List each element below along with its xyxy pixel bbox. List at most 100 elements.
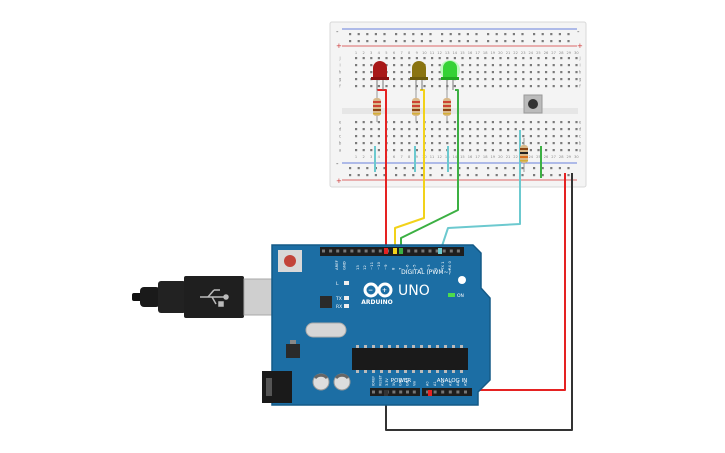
breadboard-hole[interactable] <box>355 85 358 88</box>
breadboard-hole[interactable] <box>453 135 456 138</box>
breadboard-hole[interactable] <box>362 78 365 81</box>
resistor-green-led[interactable] <box>443 90 451 122</box>
rail-hole[interactable] <box>541 33 544 36</box>
breadboard-hole[interactable] <box>453 149 456 152</box>
breadboard-hole[interactable] <box>461 71 464 74</box>
breadboard-hole[interactable] <box>431 57 434 60</box>
breadboard-hole[interactable] <box>499 142 502 145</box>
breadboard-hole[interactable] <box>514 128 517 131</box>
breadboard-hole[interactable] <box>362 149 365 152</box>
breadboard-hole[interactable] <box>431 85 434 88</box>
breadboard-hole[interactable] <box>476 128 479 131</box>
breadboard-hole[interactable] <box>529 57 532 60</box>
breadboard-hole[interactable] <box>408 121 411 124</box>
breadboard-hole[interactable] <box>385 57 388 60</box>
breadboard-hole[interactable] <box>529 78 532 81</box>
breadboard-hole[interactable] <box>362 121 365 124</box>
breadboard-hole[interactable] <box>438 85 441 88</box>
breadboard-hole[interactable] <box>438 142 441 145</box>
breadboard-hole[interactable] <box>446 135 449 138</box>
breadboard-hole[interactable] <box>545 71 548 74</box>
rail-hole[interactable] <box>366 40 369 43</box>
breadboard-hole[interactable] <box>408 142 411 145</box>
breadboard-hole[interactable] <box>491 85 494 88</box>
breadboard-hole[interactable] <box>400 135 403 138</box>
breadboard-hole[interactable] <box>461 121 464 124</box>
breadboard-hole[interactable] <box>362 135 365 138</box>
rail-hole[interactable] <box>383 40 386 43</box>
rail-hole[interactable] <box>512 33 515 36</box>
rail-hole[interactable] <box>449 174 452 177</box>
rail-hole[interactable] <box>495 167 498 170</box>
breadboard-hole[interactable] <box>484 57 487 60</box>
breadboard-hole[interactable] <box>415 149 418 152</box>
breadboard-hole[interactable] <box>370 121 373 124</box>
breadboard-hole[interactable] <box>415 85 418 88</box>
rail-hole[interactable] <box>349 33 352 36</box>
breadboard-hole[interactable] <box>408 135 411 138</box>
breadboard-hole[interactable] <box>545 78 548 81</box>
rail-hole[interactable] <box>533 33 536 36</box>
rail-hole[interactable] <box>466 167 469 170</box>
breadboard-hole[interactable] <box>514 71 517 74</box>
breadboard-hole[interactable] <box>514 142 517 145</box>
breadboard-hole[interactable] <box>377 149 380 152</box>
black-gnd-wire[interactable] <box>385 173 573 431</box>
breadboard-hole[interactable] <box>423 85 426 88</box>
breadboard-hole[interactable] <box>484 85 487 88</box>
breadboard-hole[interactable] <box>499 121 502 124</box>
breadboard-hole[interactable] <box>499 85 502 88</box>
power-pin[interactable] <box>378 390 382 394</box>
rail-hole[interactable] <box>475 174 478 177</box>
rail-hole[interactable] <box>403 167 406 170</box>
breadboard-hole[interactable] <box>461 57 464 60</box>
breadboard-hole[interactable] <box>476 71 479 74</box>
breadboard-hole[interactable] <box>355 121 358 124</box>
breadboard-hole[interactable] <box>400 149 403 152</box>
analog-header[interactable] <box>422 388 472 396</box>
rail-hole[interactable] <box>550 33 553 36</box>
breadboard-hole[interactable] <box>552 135 555 138</box>
resistor-red-led[interactable] <box>373 90 381 122</box>
breadboard-hole[interactable] <box>400 128 403 131</box>
rail-hole[interactable] <box>487 40 490 43</box>
breadboard-hole[interactable] <box>522 121 525 124</box>
breadboard-hole[interactable] <box>545 57 548 60</box>
breadboard-hole[interactable] <box>415 142 418 145</box>
breadboard-hole[interactable] <box>393 78 396 81</box>
rail-hole[interactable] <box>504 33 507 36</box>
breadboard-hole[interactable] <box>529 85 532 88</box>
breadboard-hole[interactable] <box>552 85 555 88</box>
breadboard-hole[interactable] <box>545 121 548 124</box>
breadboard-hole[interactable] <box>461 78 464 81</box>
breadboard-hole[interactable] <box>522 78 525 81</box>
digital-pin[interactable] <box>456 249 460 253</box>
digital-pin[interactable] <box>329 249 333 253</box>
rail-hole[interactable] <box>466 33 469 36</box>
digital-pin[interactable] <box>364 249 368 253</box>
rail-hole[interactable] <box>383 174 386 177</box>
breadboard-hole[interactable] <box>408 71 411 74</box>
breadboard-hole[interactable] <box>575 142 578 145</box>
breadboard-hole[interactable] <box>469 128 472 131</box>
breadboard-hole[interactable] <box>560 135 563 138</box>
breadboard-hole[interactable] <box>393 121 396 124</box>
green-wire[interactable] <box>400 89 459 252</box>
power-pin[interactable] <box>372 390 375 394</box>
breadboard-hole[interactable] <box>400 57 403 60</box>
breadboard-hole[interactable] <box>537 142 540 145</box>
breadboard-hole[interactable] <box>469 121 472 124</box>
rail-hole[interactable] <box>357 174 360 177</box>
breadboard-hole[interactable] <box>507 142 510 145</box>
breadboard-hole[interactable] <box>560 57 563 60</box>
breadboard-hole[interactable] <box>507 57 510 60</box>
breadboard-hole[interactable] <box>362 128 365 131</box>
rail-hole[interactable] <box>374 33 377 36</box>
cyan-wire[interactable] <box>439 130 521 253</box>
breadboard-hole[interactable] <box>461 149 464 152</box>
breadboard-hole[interactable] <box>438 78 441 81</box>
breadboard-hole[interactable] <box>370 71 373 74</box>
breadboard-hole[interactable] <box>438 64 441 67</box>
breadboard-hole[interactable] <box>476 78 479 81</box>
digital-pin[interactable] <box>343 249 347 253</box>
